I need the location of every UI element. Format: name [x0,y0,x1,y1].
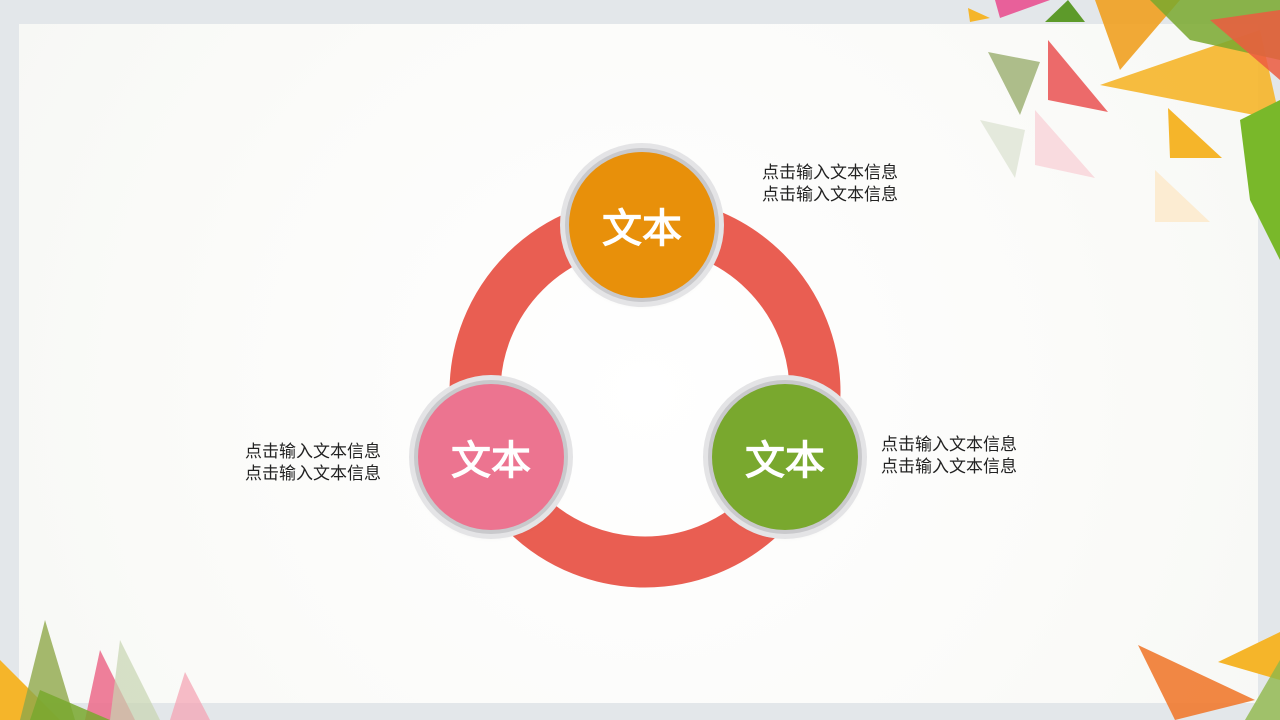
note-right: 点击输入文本信息 点击输入文本信息 [881,434,1017,478]
note-left: 点击输入文本信息 点击输入文本信息 [245,441,381,485]
bottom-left-triangles-icon [0,620,210,720]
note-right-line2: 点击输入文本信息 [881,457,1017,477]
note-right-line1: 点击输入文本信息 [881,435,1017,455]
cycle-node-top[interactable]: 文本 [569,152,715,298]
note-left-line1: 点击输入文本信息 [245,442,381,462]
note-left-line2: 点击输入文本信息 [245,464,381,484]
note-top-line1: 点击输入文本信息 [762,163,898,183]
top-right-triangles-icon [968,0,1280,260]
bottom-right-triangles-icon [1138,632,1280,720]
cycle-node-left[interactable]: 文本 [418,384,564,530]
note-top-line2: 点击输入文本信息 [762,185,898,205]
note-top: 点击输入文本信息 点击输入文本信息 [762,162,898,206]
cycle-node-right[interactable]: 文本 [712,384,858,530]
